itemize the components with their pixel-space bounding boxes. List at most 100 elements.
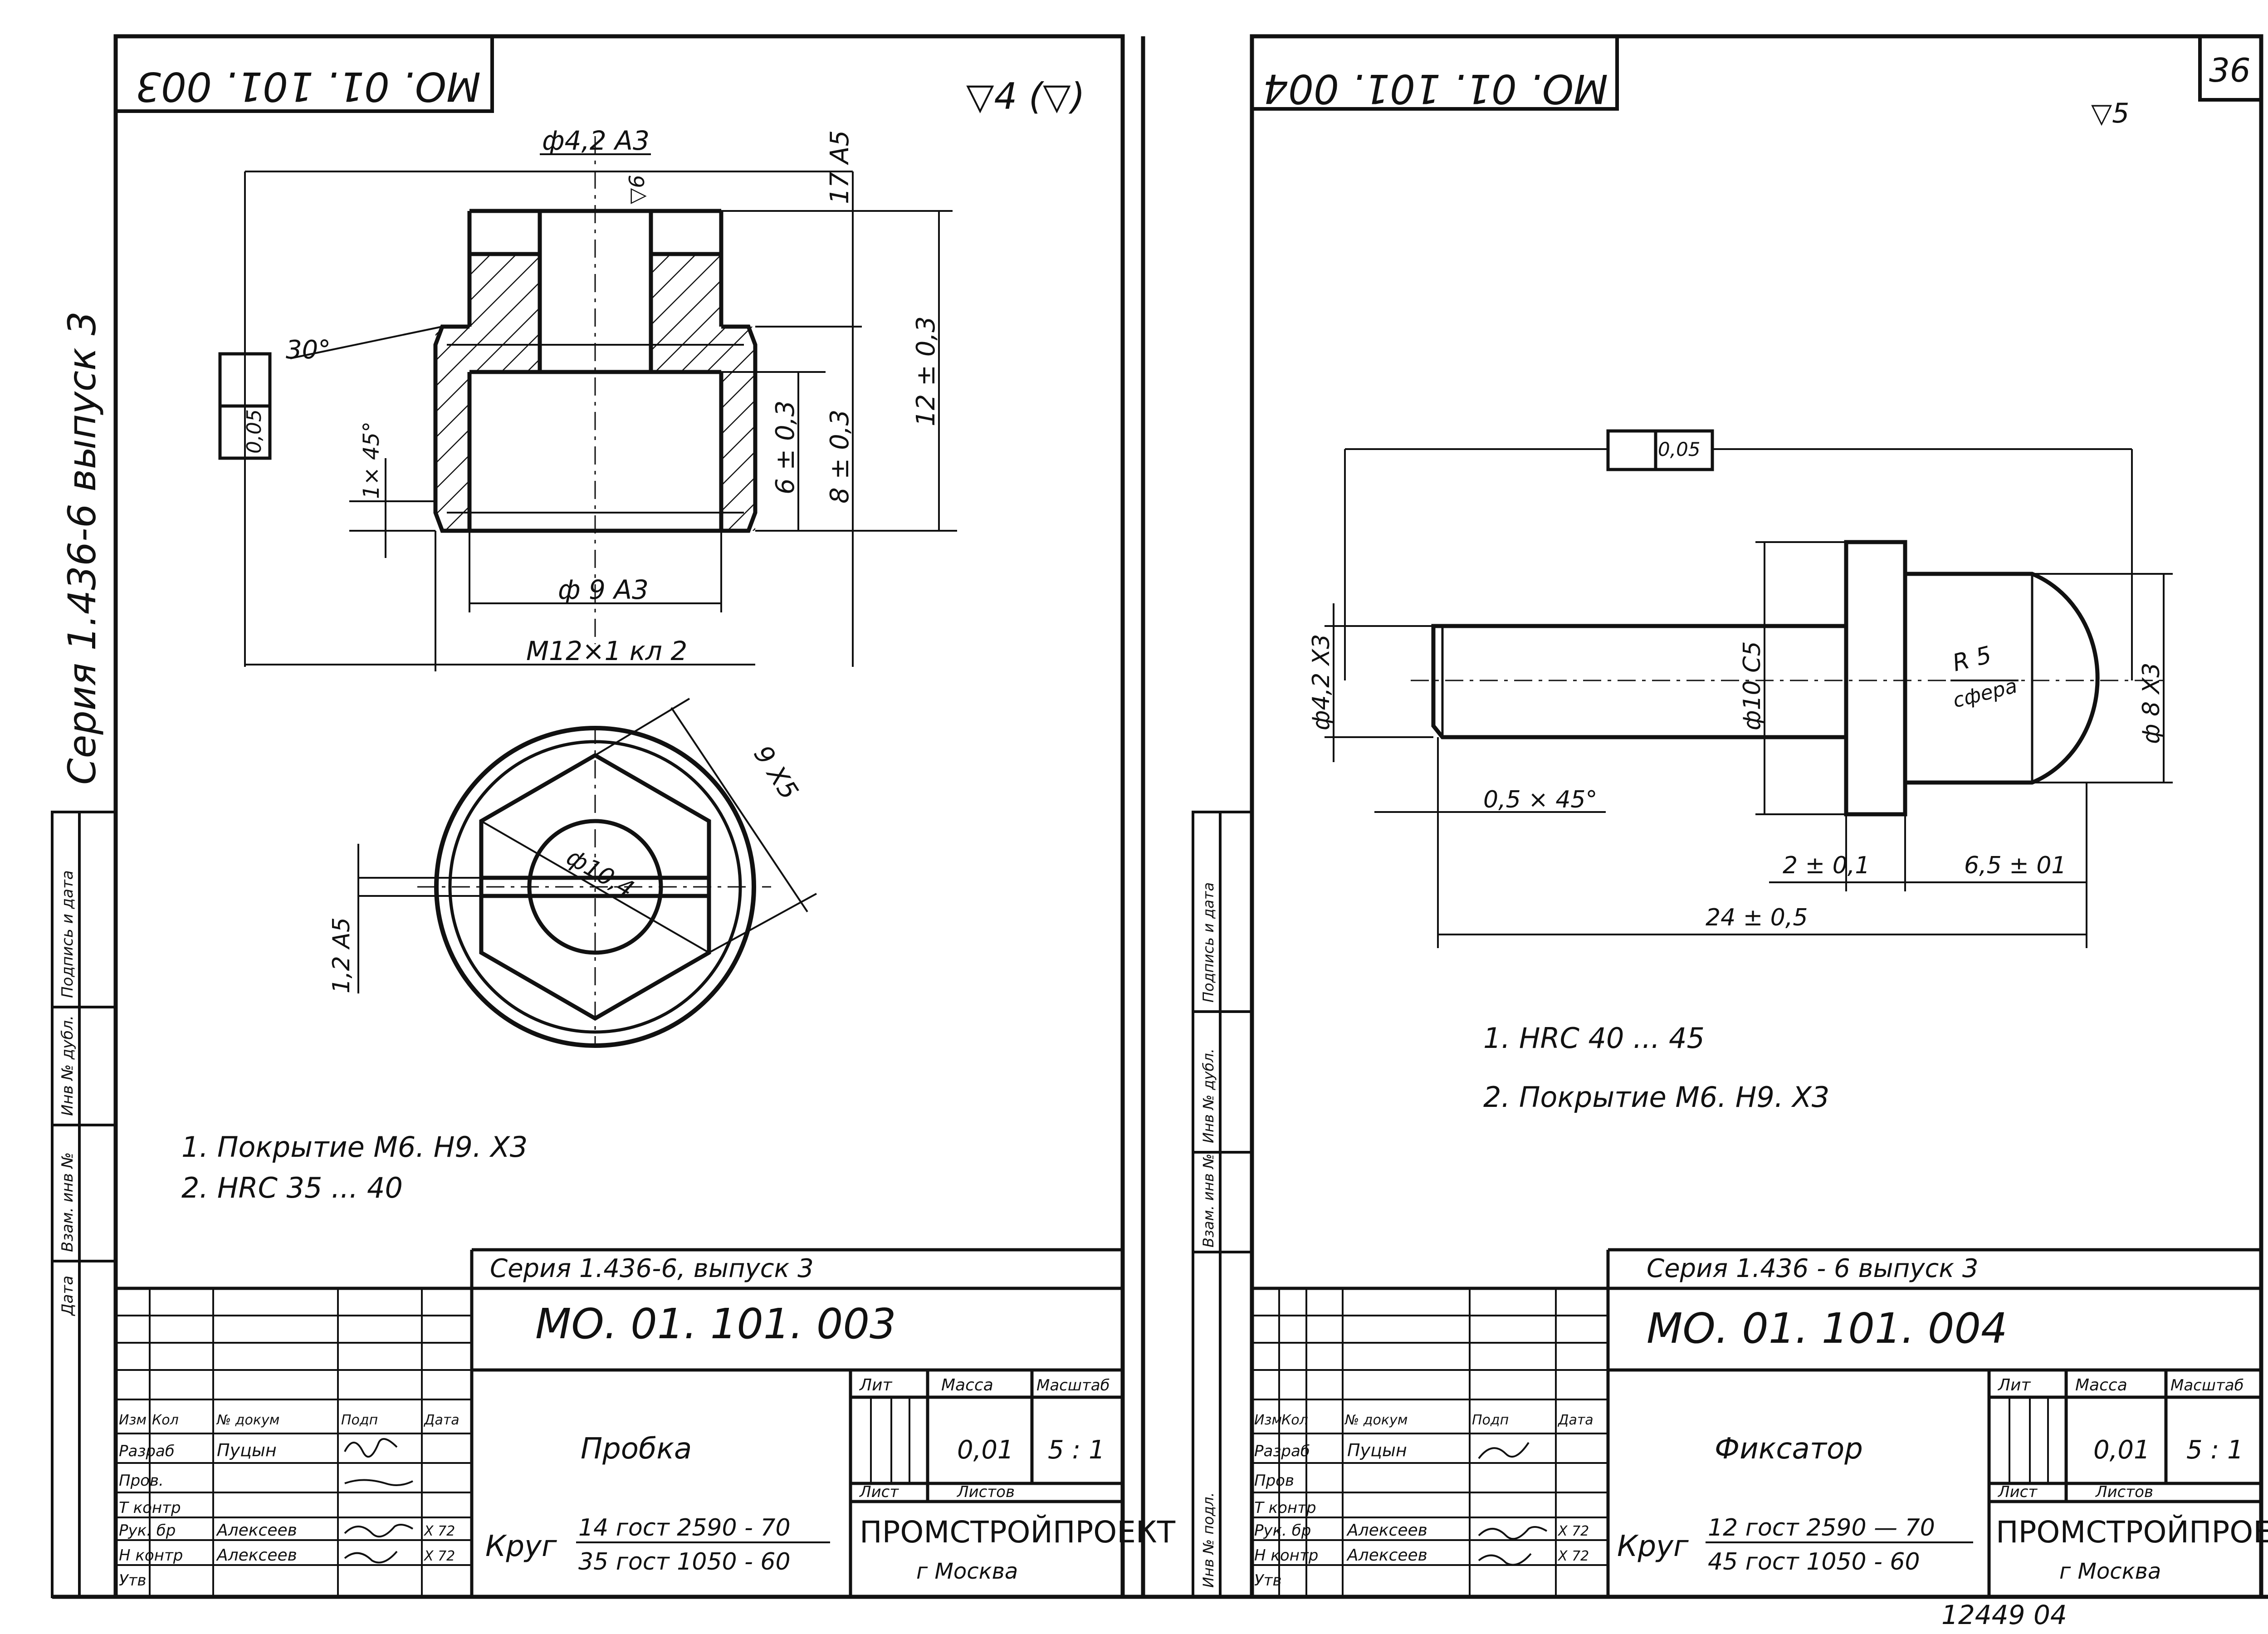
tb-org: ПРОМСТРОЙПРОЕКТ [860,1514,1176,1550]
signature-scribble [1478,1442,1548,1566]
pin-head-length: 6,5 ± 01 [1964,852,2067,879]
tb-mass-label: Масса [941,1376,993,1394]
hex-across-flats: 9 Х5 [748,740,804,805]
rstamp-sign-label: Подпись и дата [1200,882,1217,1003]
plug-angle: 30° [286,335,331,365]
tb-role-2: Т контр [119,1499,181,1517]
plug-top-view [357,698,817,1048]
stamp-date-label: Дата [59,1276,77,1316]
tb-head-izm: Изм [119,1412,147,1428]
slot-width: 1,2 А5 [328,917,355,993]
pin-d-shank: ф4,2 Х3 [1308,634,1335,730]
rtb-person-0: Пуцын [1347,1440,1407,1460]
right-note-2: 2. Покрытие М6. Н9. Х3 [1483,1081,1829,1114]
fixture-pin-view [1325,429,2173,948]
rtb-head-doc: № докум [1344,1412,1408,1428]
plug-section-view [433,136,758,644]
tb-mass: 0,01 [957,1435,1014,1465]
pin-d-head: ф 8 Х3 [2138,663,2165,744]
tb-scale-label: Масштаб [1036,1376,1110,1394]
tb-material-bottom: 35 гост 1050 - 60 [578,1548,791,1575]
tb-person-3: Алексеев [216,1521,297,1540]
rtb-date-3: X 72 [1557,1523,1589,1539]
tb-date-3: X 72 [423,1523,455,1539]
tb-city: г Москва [916,1559,1018,1584]
tb-role-0: Разраб [119,1442,175,1460]
left-sheet: МО. 01. 101. 003 ▽4 (▽) [114,34,1176,1597]
rtb-person-3: Алексеев [1346,1521,1427,1540]
tb-code: МО. 01. 101. 003 [535,1300,896,1348]
tb-scale: 5 : 1 [1048,1435,1105,1465]
rtb-sheets-label: Листов [2095,1483,2153,1501]
tb-date-4: X 72 [423,1548,455,1564]
signature-scribble [344,1438,414,1564]
stamp-dup-label: Инв № дубл. [59,1015,77,1116]
plug-top-width: 17 А5 [825,130,855,204]
right-title-block: Серия 1.436 - 6 выпуск 3 МО. 01. 101. 00… [1252,1248,2268,1597]
tb-role-3: Рук. бр [119,1521,176,1540]
right-sheet: МО. 01. 101. 004 36 ▽5 [1250,34,2268,1630]
tb-name: Пробка [581,1432,692,1466]
left-side-stamp: Дата Взам. инв № Инв № дубл. Подпись и д… [51,811,117,1598]
rtb-code: МО. 01. 101. 004 [1647,1304,2008,1353]
rtb-sheet-label: Лист [1997,1483,2038,1501]
tb-lit-label: Лит [859,1376,892,1394]
tb-series: Серия 1.436-6, выпуск 3 [490,1254,814,1283]
plug-thread: М12×1 кл 2 [526,636,687,666]
tb-head-date: Дата [423,1412,459,1428]
rtb-mass: 0,01 [2093,1435,2150,1465]
rtb-scale-label: Масштаб [2170,1376,2244,1394]
left-code-top: МО. 01. 101. 003 [136,63,481,110]
tb-head-doc: № докум [216,1412,279,1428]
rtb-head-date: Дата [1557,1412,1593,1428]
plug-dimensions [244,153,957,671]
rtb-person-4: Алексеев [1346,1546,1427,1565]
rstamp-dup-label: Инв № дубл. [1200,1048,1217,1143]
rtb-series: Серия 1.436 - 6 выпуск 3 [1647,1254,1979,1283]
tb-role-1: Пров. [119,1472,164,1490]
pin-collar-width: 2 ± 0,1 [1783,852,1870,879]
rtb-org: ПРОМСТРОЙПРОЕКТ [1996,1514,2268,1550]
plug-height: 12 ± 0,3 [911,316,941,426]
tb-sheet-label: Лист [859,1483,899,1501]
pin-chamfer: 0,5 × 45° [1483,786,1598,813]
archive-number: 12449 04 [1941,1600,2067,1630]
tb-person-4: Алексеев [216,1546,297,1565]
right-roughness: ▽5 [2091,98,2129,129]
rtb-lit-label: Лит [1997,1376,2031,1394]
plug-d-hole: ф4,2 А3 [542,125,650,156]
plug-depth-8: 8 ± 0,3 [825,410,855,504]
right-code-top: МО. 01. 101. 004 [1263,65,1608,112]
pin-d-collar: ф10 С5 [1739,641,1766,730]
rtb-material-top: 12 гост 2590 — 70 [1708,1514,1935,1541]
frames [52,34,2268,1599]
plug-tolerance: 0,05 [243,409,266,454]
tb-role-4: Н контр [119,1546,183,1565]
rtb-role-5: Утв [1254,1571,1282,1590]
stamp-replace-label: Взам. инв № [59,1152,77,1252]
left-note-2: 2. HRC 35 ... 40 [181,1171,403,1204]
rtb-name: Фиксатор [1715,1432,1863,1466]
rtb-mass-label: Масса [2075,1376,2127,1394]
rtb-head-izm: Изм [1254,1412,1282,1428]
tb-material-top: 14 гост 2590 - 70 [578,1514,791,1541]
pin-total-length: 24 ± 0,5 [1706,904,1808,931]
tb-material: Круг [485,1530,557,1563]
rtb-head-kol: Кол [1281,1412,1308,1428]
plug-rough-hole: ▽6 [625,175,649,204]
rstamp-replace-label: Взам. инв № [1200,1154,1217,1248]
rtb-role-2: Т контр [1254,1499,1316,1517]
series-vertical: Серия 1.436-6 выпуск 3 [60,311,104,785]
rtb-material: Круг [1617,1530,1689,1563]
left-title-block: Серия 1.436-6, выпуск 3 МО. 01. 101. 003… [116,1248,1176,1597]
tb-head-sign: Подп [341,1412,378,1428]
tb-person-0: Пуцын [217,1440,277,1460]
right-side-stamp: Взам. инв № Инв № дубл. Подпись и дата И… [1192,811,1253,1598]
rtb-scale: 5 : 1 [2186,1435,2244,1465]
rstamp-orig-label: Инв № подл. [1200,1492,1217,1588]
sheet-number: 36 [2209,51,2251,89]
rtb-role-3: Рук. бр [1254,1521,1311,1540]
stamp-sign-label: Подпись и дата [59,870,77,998]
rtb-role-4: Н контр [1254,1546,1318,1565]
